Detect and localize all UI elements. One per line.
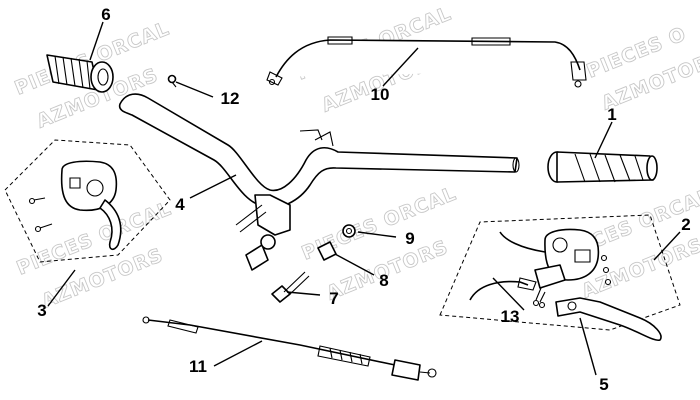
part-10-throttle-cable: [266, 36, 587, 88]
right-switch-assembly-outline: [439, 214, 681, 331]
callout-10: 10: [371, 85, 390, 104]
part-2-right-switch: [499, 228, 612, 289]
part-9-nut: [342, 224, 356, 238]
part-12-screw: [167, 74, 177, 88]
part-13-brake-switch: [469, 277, 546, 309]
callout-3: 3: [37, 301, 46, 320]
callout-6: 6: [101, 5, 110, 24]
callout-1: 1: [607, 105, 616, 124]
part-5-brake-lever: [555, 297, 662, 342]
callout-4: 4: [175, 195, 185, 214]
callout-5: 5: [599, 375, 608, 394]
part-11-brake-cable: [142, 316, 437, 381]
callout-13: 13: [501, 307, 520, 326]
leader-lines: [47, 21, 681, 376]
part-6-left-grip: [46, 54, 114, 93]
left-switch-assembly-outline: [4, 139, 171, 263]
callout-8: 8: [379, 271, 388, 290]
callout-7: 7: [329, 289, 338, 308]
callout-2: 2: [681, 215, 690, 234]
part-7-bolt: [271, 271, 310, 303]
part-3-left-switch: [28, 160, 122, 251]
part-1-right-grip: [547, 151, 658, 183]
part-4-handlebar: [118, 93, 520, 271]
callout-11: 11: [189, 357, 207, 376]
callout-12: 12: [221, 89, 240, 108]
callout-9: 9: [405, 229, 414, 248]
callout-labels: 6 1 2 3 4 5 7 8 9 10 11 12 13: [37, 5, 690, 394]
